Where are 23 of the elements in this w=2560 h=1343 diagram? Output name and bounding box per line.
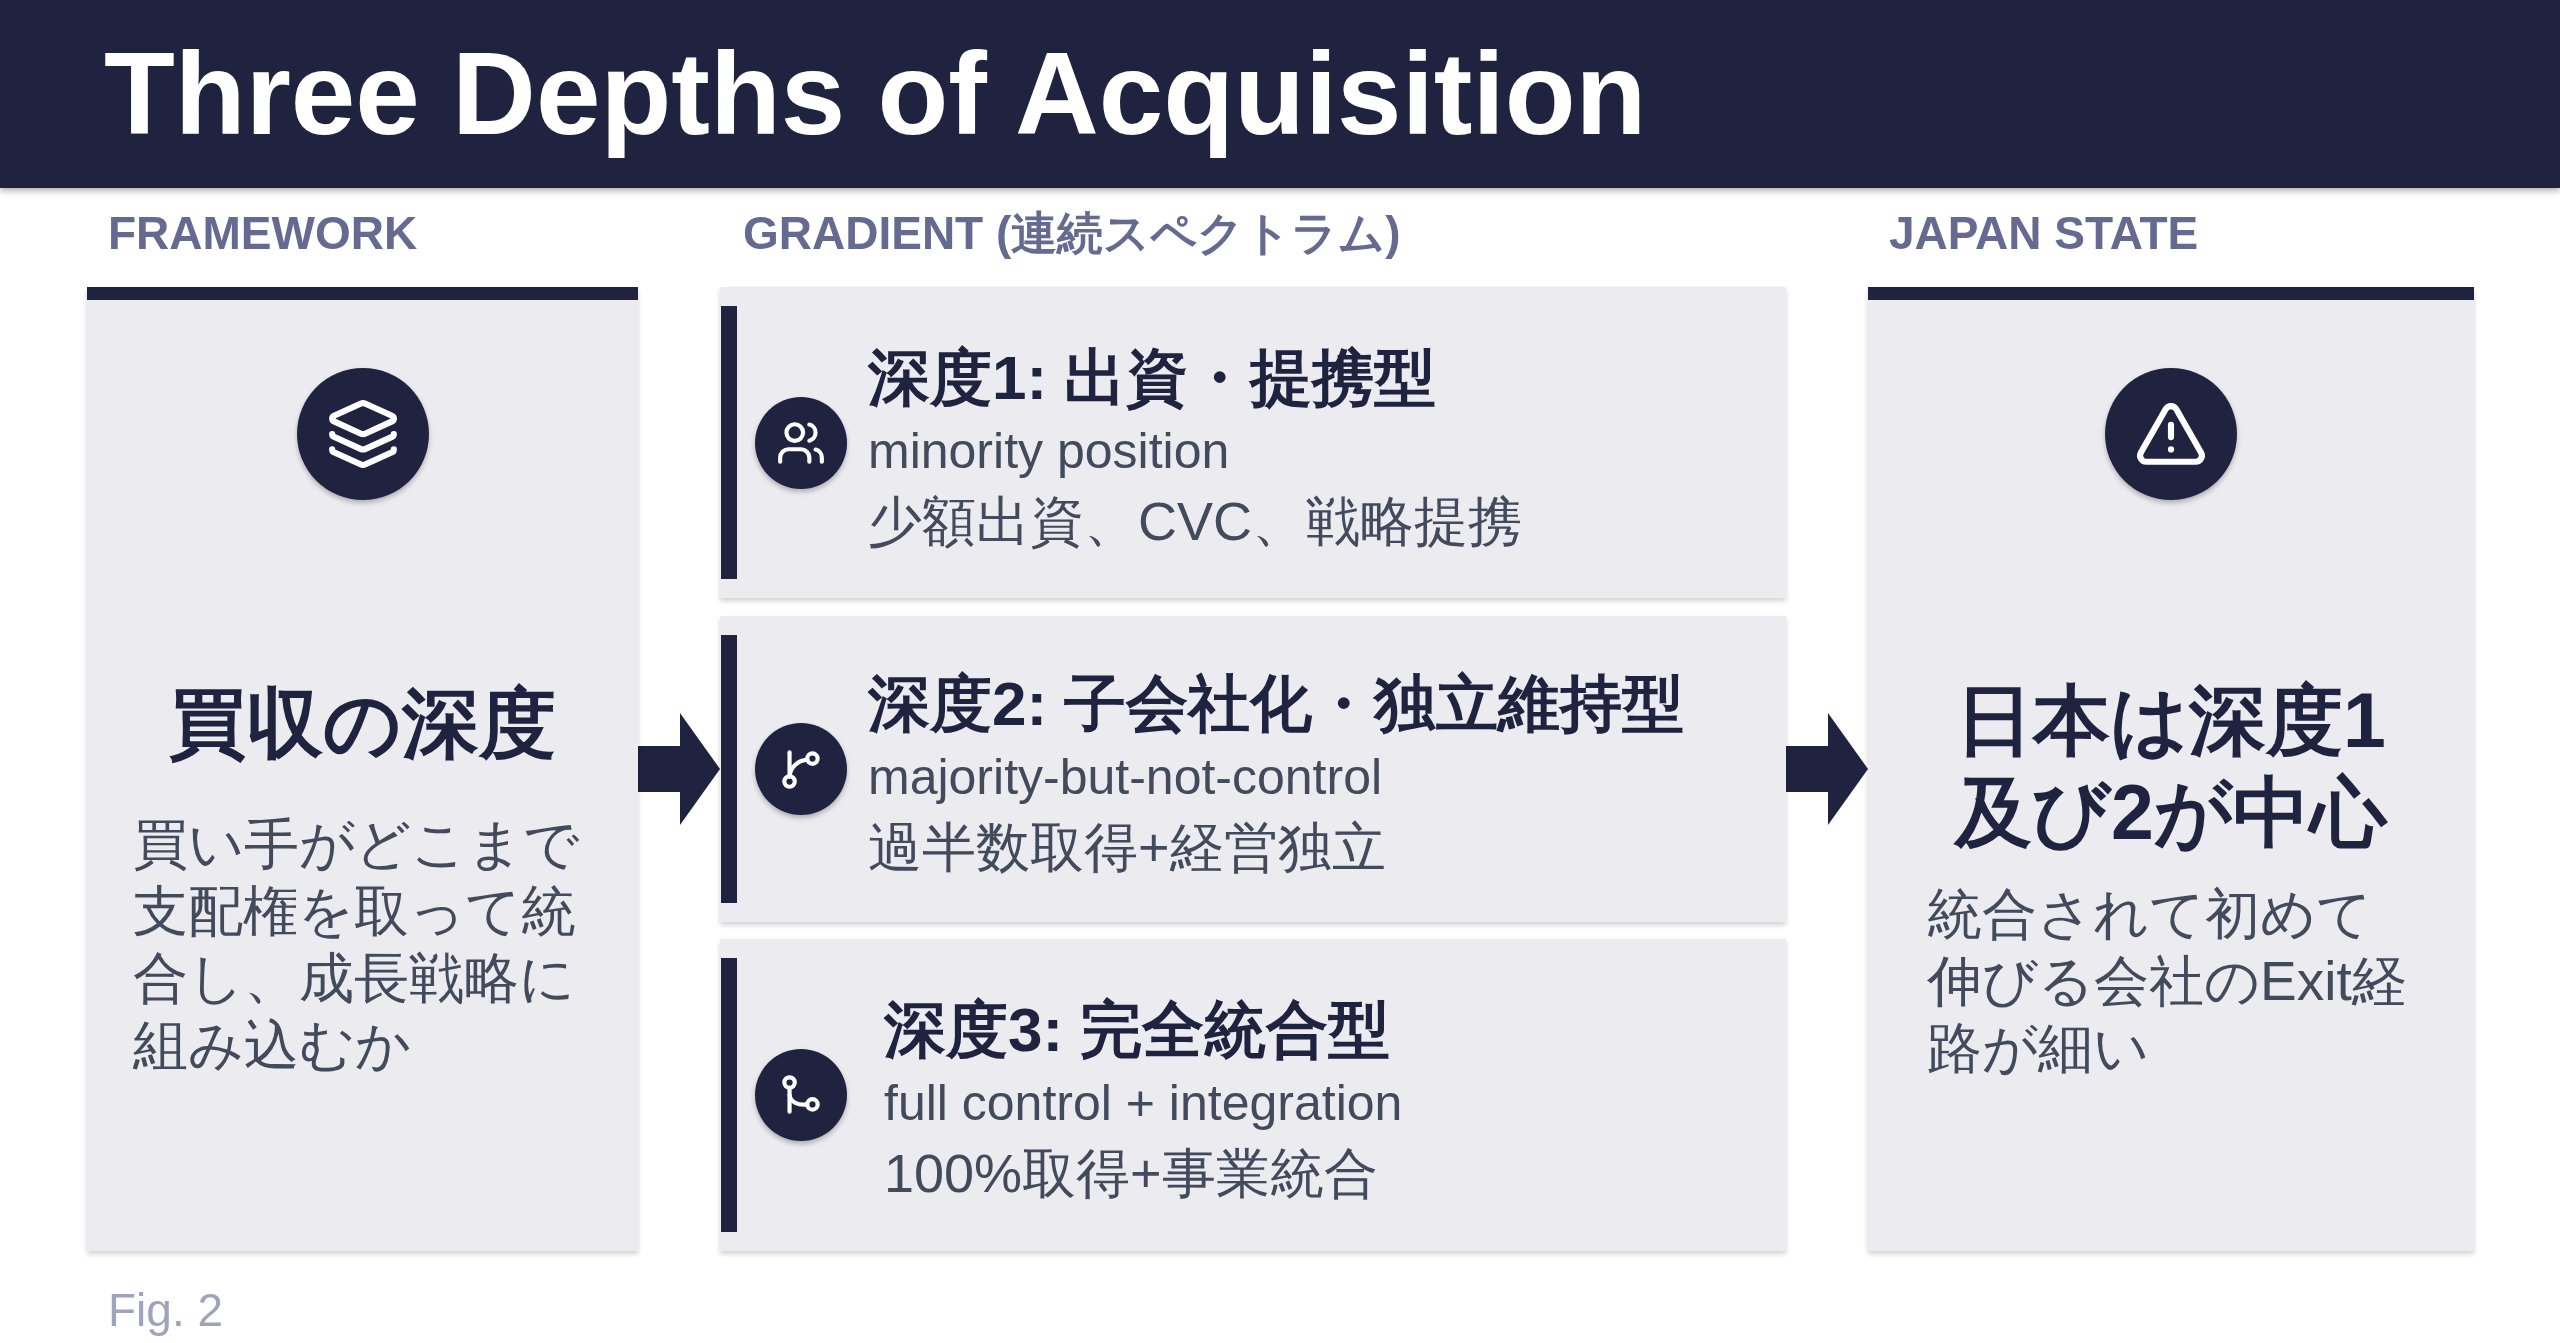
panel-heading: 買収の深度	[168, 679, 557, 768]
panel-text: 買い手がどこまで支配権を取って統合し、成長戦略に組み込むか	[132, 812, 580, 1078]
section-heading: GRADIENT (連続スペクトラム)	[743, 206, 1401, 261]
panel-heading: 日本は深度1及び2が中心	[1952, 676, 2389, 857]
card-subtitle: majority-but-not-control	[868, 748, 1383, 807]
depth-card	[720, 939, 1786, 1251]
card-text: 少額出資、CVC、戦略提携	[868, 489, 1522, 553]
card-text: 過半数取得+経営独立	[868, 816, 1386, 879]
section-heading: JAPAN STATE	[1889, 206, 2199, 261]
arrow	[1786, 713, 1868, 825]
card-subtitle: full control + integration	[884, 1074, 1403, 1133]
card-heading: 深度2: 子会社化・独立維持型	[868, 668, 1685, 740]
section-heading: FRAMEWORK	[108, 206, 418, 261]
figure-number: Fig. 2	[108, 1283, 224, 1338]
depth-card	[720, 616, 1786, 922]
card-heading: 深度1: 出資・提携型	[868, 341, 1437, 414]
depth-card	[720, 287, 1786, 598]
card-heading: 深度3: 完全統合型	[884, 994, 1391, 1066]
arrow	[638, 713, 720, 825]
slide-title: Three Depths of Acquisition	[104, 28, 1647, 161]
panel-text: 統合されて初めて伸びる会社のExit経路が細い	[1927, 882, 2408, 1081]
card-text: 100%取得+事業統合	[884, 1142, 1378, 1205]
card-subtitle: minority position	[868, 421, 1230, 481]
